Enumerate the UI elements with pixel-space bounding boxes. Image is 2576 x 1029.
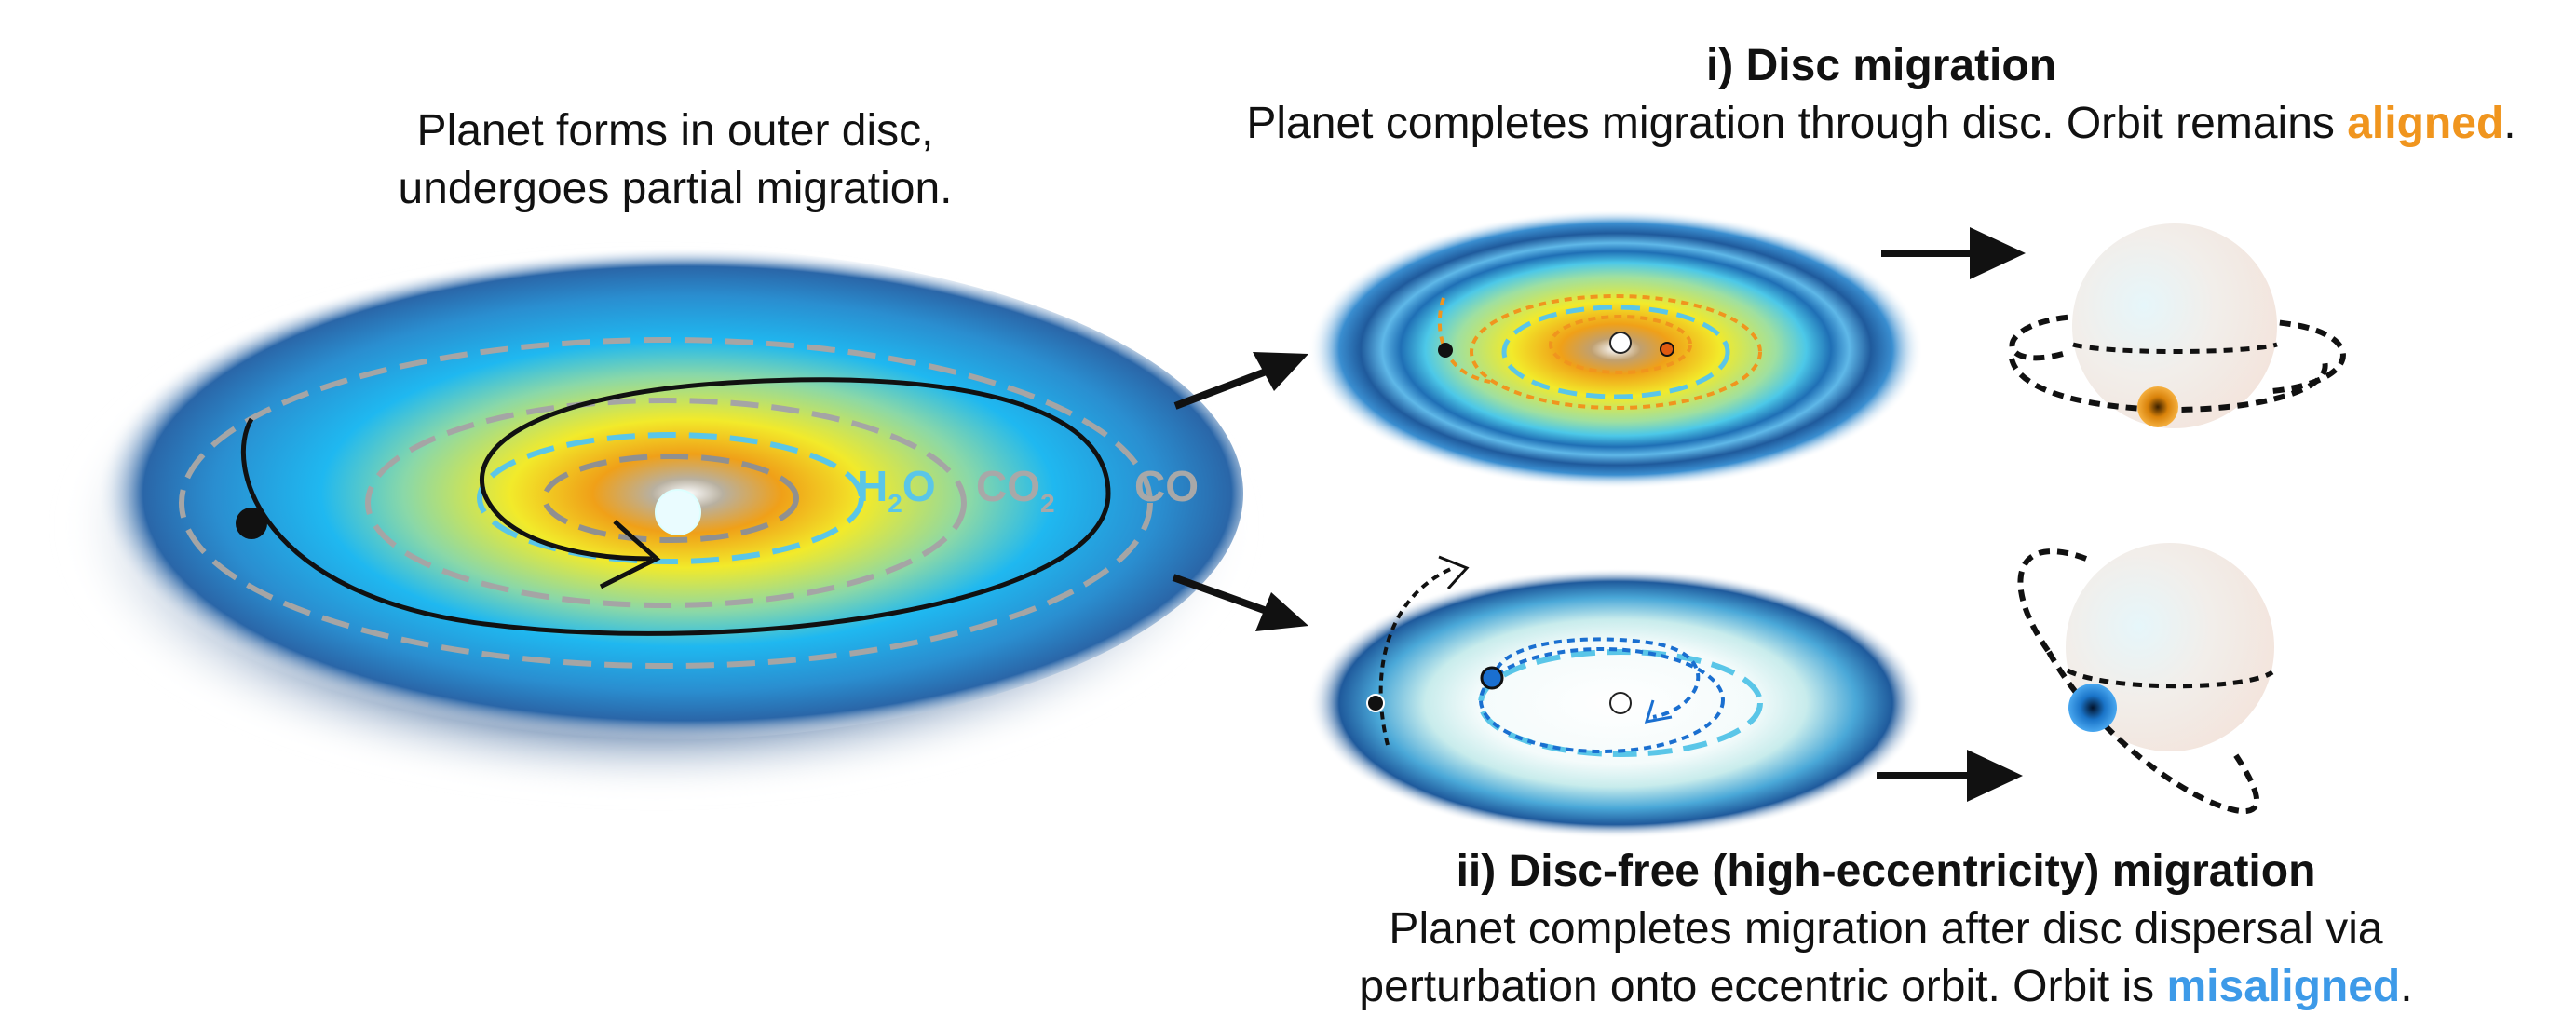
- top-planet-end-icon: [1660, 342, 1674, 357]
- misaligned-star-icon: [2066, 543, 2274, 751]
- disc-free-disc: [1308, 555, 1923, 838]
- aligned-orbit-back: [2009, 311, 2346, 394]
- bottom-eccentric-orbit: [1492, 637, 1701, 719]
- bottom-perturbation-path: [1378, 566, 1454, 746]
- disc-migration-period: .: [2503, 99, 2516, 148]
- aligned-keyword: aligned: [2347, 99, 2504, 148]
- bottom-orbit-arrow-icon: [1644, 699, 1673, 724]
- bottom-star-icon: [1609, 692, 1632, 714]
- disc-free-caption: ii) Disc-free (high-eccentricity) migrat…: [1211, 843, 2561, 1016]
- aligned-star-equator: [2072, 342, 2278, 354]
- co2-ice-line: [365, 398, 967, 608]
- star-icon: [655, 489, 701, 535]
- misaligned-orbit-back: [2017, 548, 2088, 654]
- misaligned-orbit-front: [2046, 650, 2259, 815]
- misaligned-star-equator: [2066, 668, 2274, 689]
- disc-free-line1: Planet completes migration after disc di…: [1389, 904, 2383, 954]
- left-caption-line2: undergoes partial migration.: [398, 164, 953, 213]
- co-label: CO: [1134, 462, 1199, 510]
- misaligned-star-system: [2017, 543, 2274, 815]
- main-disc: H2O CO2 CO: [61, 247, 1253, 796]
- bottom-planet-start-icon: [1366, 694, 1385, 712]
- bottom-planet-icon: [1480, 666, 1504, 690]
- left-caption-line1: Planet forms in outer disc,: [416, 106, 934, 156]
- top-star-icon: [1609, 332, 1632, 354]
- arrow-to-disc-migration: [1173, 367, 1270, 410]
- aligned-planet-icon: [2137, 386, 2178, 427]
- misaligned-keyword: misaligned: [2166, 962, 2401, 1011]
- disc-free-text: perturbation onto eccentric orbit. Orbit…: [1359, 962, 2167, 1011]
- branch-arrows: [1172, 227, 2026, 802]
- arrow-to-disc-free: [1172, 574, 1268, 615]
- top-planet-start-icon: [1438, 343, 1453, 358]
- bottom-orbit: [1479, 647, 1725, 753]
- top-orbit-outer: [1470, 294, 1762, 410]
- aligned-star-system: [2009, 223, 2346, 428]
- bottom-ice-line: [1478, 649, 1763, 757]
- co2-label: CO2: [976, 462, 1055, 518]
- misaligned-planet-icon: [2068, 684, 2117, 732]
- top-ice-line: [1501, 305, 1730, 399]
- arrow-to-misaligned-head-icon: [1967, 750, 2023, 802]
- h2o-label: H2O: [857, 462, 936, 518]
- disc-migration-text: Planet completes migration through disc.…: [1246, 99, 2348, 148]
- aligned-star-icon: [2072, 223, 2277, 428]
- arrow-to-aligned-head-icon: [1970, 227, 2026, 279]
- perturbation-arrow-icon: [1438, 555, 1470, 590]
- disc-migration-caption: i) Disc migration Planet completes migra…: [1201, 37, 2561, 153]
- migration-path: [240, 377, 1111, 636]
- top-orbit-inner: [1549, 315, 1692, 374]
- migration-arrow-icon: [599, 520, 661, 589]
- co-ice-line: [179, 337, 1153, 669]
- arrow-to-disc-migration-head-icon: [1253, 352, 1308, 391]
- inner-ice-line: [542, 454, 799, 543]
- disc-free-heading: ii) Disc-free (high-eccentricity) migrat…: [1456, 846, 2316, 896]
- h2o-ice-line: [477, 432, 864, 564]
- disc-migration-disc: [1308, 210, 1923, 489]
- left-caption: Planet forms in outer disc, undergoes pa…: [140, 102, 1211, 218]
- top-migration-path: [1437, 297, 1491, 384]
- arrow-to-disc-free-head-icon: [1255, 592, 1308, 631]
- disc-migration-heading: i) Disc migration: [1705, 41, 2057, 90]
- disc-free-period: .: [2400, 962, 2413, 1011]
- planet-icon: [236, 508, 267, 539]
- aligned-orbit-front: [2009, 357, 2328, 413]
- disc-migration-description: Planet completes migration through disc.…: [1201, 95, 2561, 153]
- disc-free-line2: perturbation onto eccentric orbit. Orbit…: [1211, 958, 2561, 1016]
